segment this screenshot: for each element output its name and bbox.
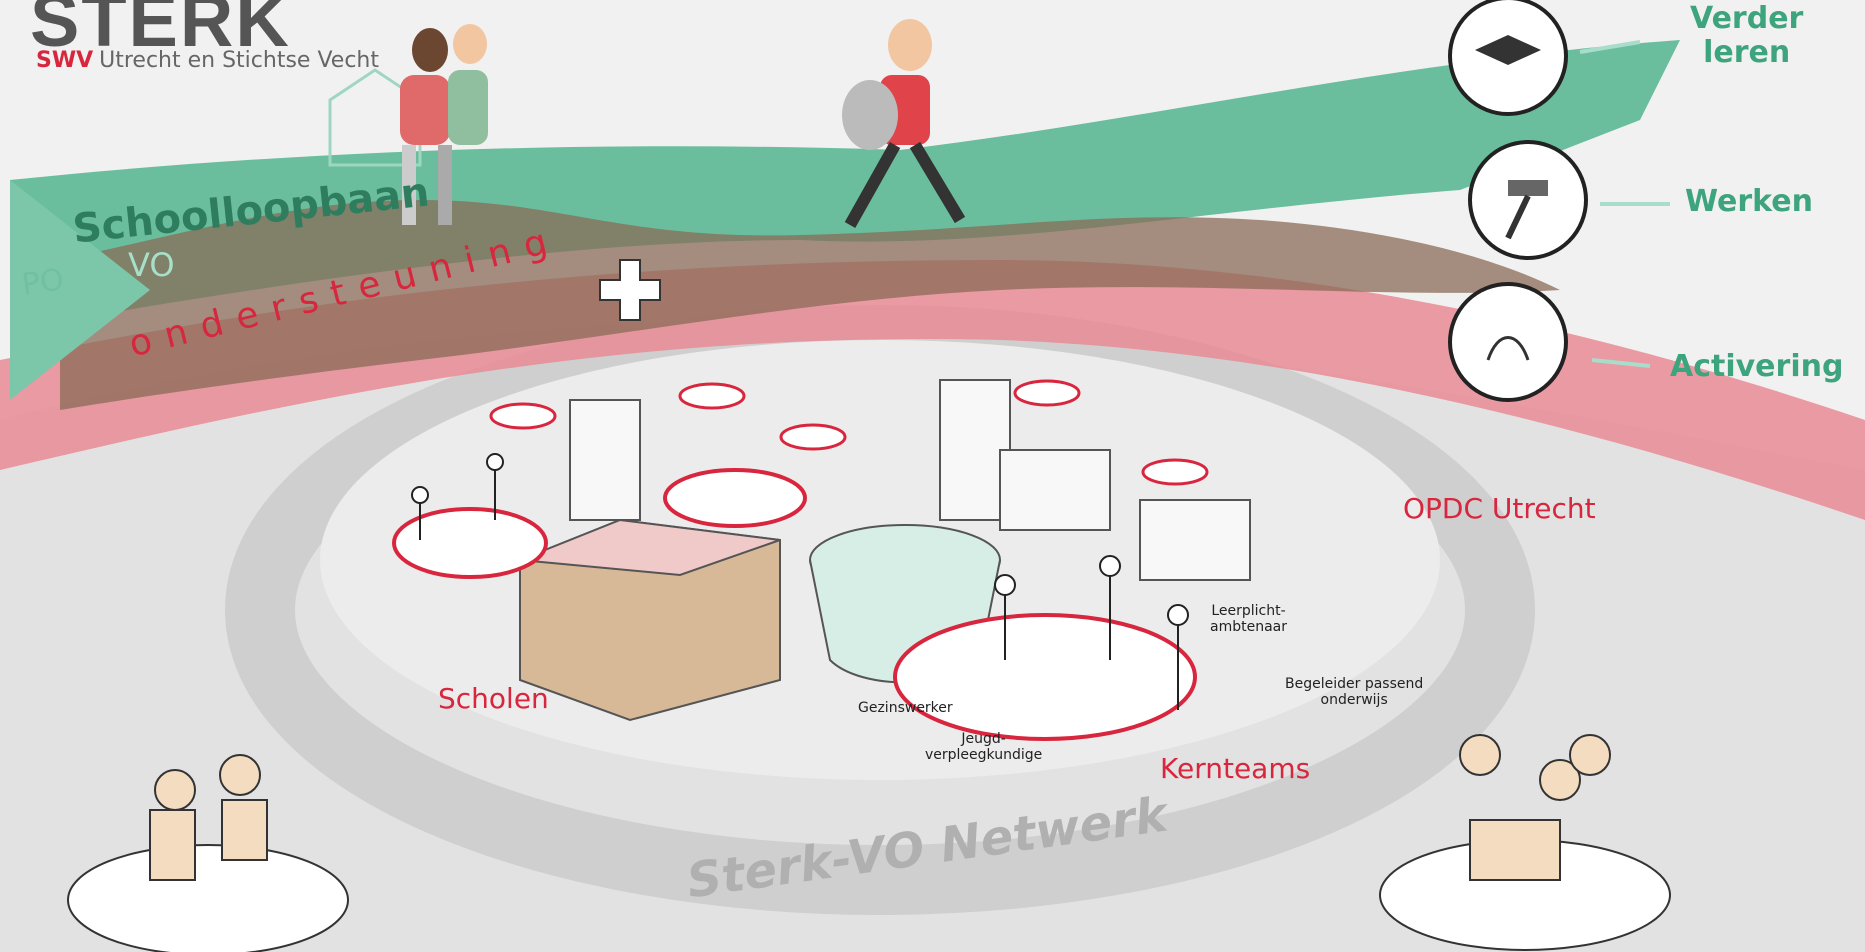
role-jeugdverpleegkundige: Jeugd- verpleegkundige: [925, 731, 1043, 763]
outcome-label-activering: Activering: [1670, 349, 1844, 384]
city-buildings: [569, 379, 1251, 581]
scholen-label: Scholen: [438, 682, 549, 715]
brown-path: [60, 200, 1560, 410]
vo-label: VO: [128, 246, 175, 284]
figures: [411, 453, 1189, 710]
logo-title: STERK: [30, 0, 291, 62]
people-groups: [392, 379, 1209, 741]
role-leerplicht: Leerplicht- ambtenaar: [1210, 603, 1287, 635]
role-begeleider: Begeleider passend onderwijs: [1285, 676, 1424, 708]
support-cross: [599, 259, 661, 321]
kernteams-label: Kernteams: [1160, 752, 1311, 785]
outcome-label-verder-leren: Verder leren: [1690, 1, 1804, 70]
opdc-label: OPDC Utrecht: [1403, 492, 1596, 525]
bottom-left-disc: [67, 844, 349, 952]
parents-figures: [400, 24, 488, 225]
outcome-label-werken: Werken: [1685, 184, 1814, 219]
role-gezinswerker: Gezinswerker: [858, 700, 953, 716]
outcome-icons: [1448, 0, 1670, 402]
student-figure: [842, 19, 966, 228]
school-building: [519, 518, 781, 722]
po-arrow: [10, 180, 150, 400]
bottom-figures: [149, 734, 1611, 881]
logo-prefix: SWV: [36, 48, 94, 73]
logo-subtitle-text: Utrecht en Stichtse Vecht: [99, 48, 379, 73]
po-label: PO: [19, 262, 66, 303]
